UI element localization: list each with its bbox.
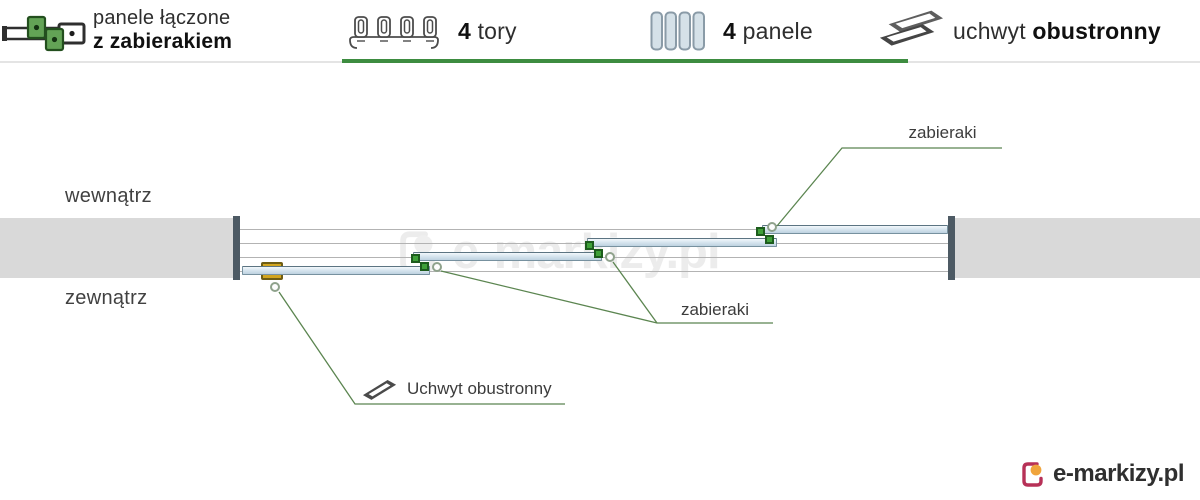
carrier-block-panel3-b [594,249,603,258]
frame-post-left [233,216,240,280]
header-legend-bar: panele łączone z zabierakiem [0,0,1200,63]
tracks-label: 4 tory [458,18,517,45]
panels-label: 4 panele [723,18,813,45]
header-item-handle: uchwyt obustronny [877,0,1161,62]
inside-label: wewnątrz [65,185,152,207]
track-line-1 [240,229,948,230]
handle-callout: Uchwyt obustronny [362,377,552,400]
callout-anchor-handle [270,282,280,292]
handle-word: uchwyt [953,17,1026,44]
tracks-count: 4 [458,17,471,44]
sliding-panel-3 [587,238,777,247]
four-panels-icon [650,11,705,51]
carrier-block-panel3-a [585,241,594,250]
header-green-underline [342,59,908,63]
carrier-block-panel2-a [411,254,420,263]
frame-post-right [948,216,955,280]
tracks-word: tory [477,17,517,44]
carriers-middle-callout: zabieraki [680,300,750,319]
sliding-panel-2 [413,252,602,261]
callout-anchor-carrier-2 [605,252,615,262]
brand-logo-icon [1022,461,1043,487]
handle-word-bold: obustronny [1032,17,1161,44]
joined-panels-label-line2: z zabierakiem [93,30,233,54]
handle-callout-text: Uchwyt obustronny [407,378,552,398]
header-item-tracks: 4 tory [348,0,517,62]
callout-anchor-carrier-1 [432,262,442,272]
header-item-joined-panels-label: panele łączone z zabierakiem [93,7,232,55]
carrier-block-panel4-a [756,227,765,236]
carrier-block-panel4-b [765,235,774,244]
sliding-panel-4-inner [762,225,948,234]
carriers-top-callout: zabieraki [908,123,977,142]
header-item-panels: 4 panele [650,0,813,62]
brand-logo-text: e-markizy.pl [1053,460,1184,487]
callout-anchor-carrier-3 [767,222,777,232]
panels-word: panele [742,17,813,44]
panels-joined-with-carrier-icon [2,15,86,52]
header-item-joined-panels: panele łączone z zabierakiem [2,0,232,62]
carrier-block-panel2-b [420,262,429,271]
brand-logo-link[interactable]: e-markizy.pl [1021,460,1184,488]
outside-label: zewnątrz [65,287,148,309]
handle-label: uchwyt obustronny [953,18,1161,45]
handle-small-icon [362,379,397,400]
double-sided-handle-icon [879,10,944,46]
wall-right [955,218,1200,278]
four-tracks-profile-icon [349,16,439,49]
sliding-panel-1-outer [242,266,430,275]
leader-carriers-top [776,147,1002,227]
panels-count: 4 [723,17,736,44]
wall-left [0,218,233,278]
joined-panels-label-line1: panele łączone [93,6,231,29]
